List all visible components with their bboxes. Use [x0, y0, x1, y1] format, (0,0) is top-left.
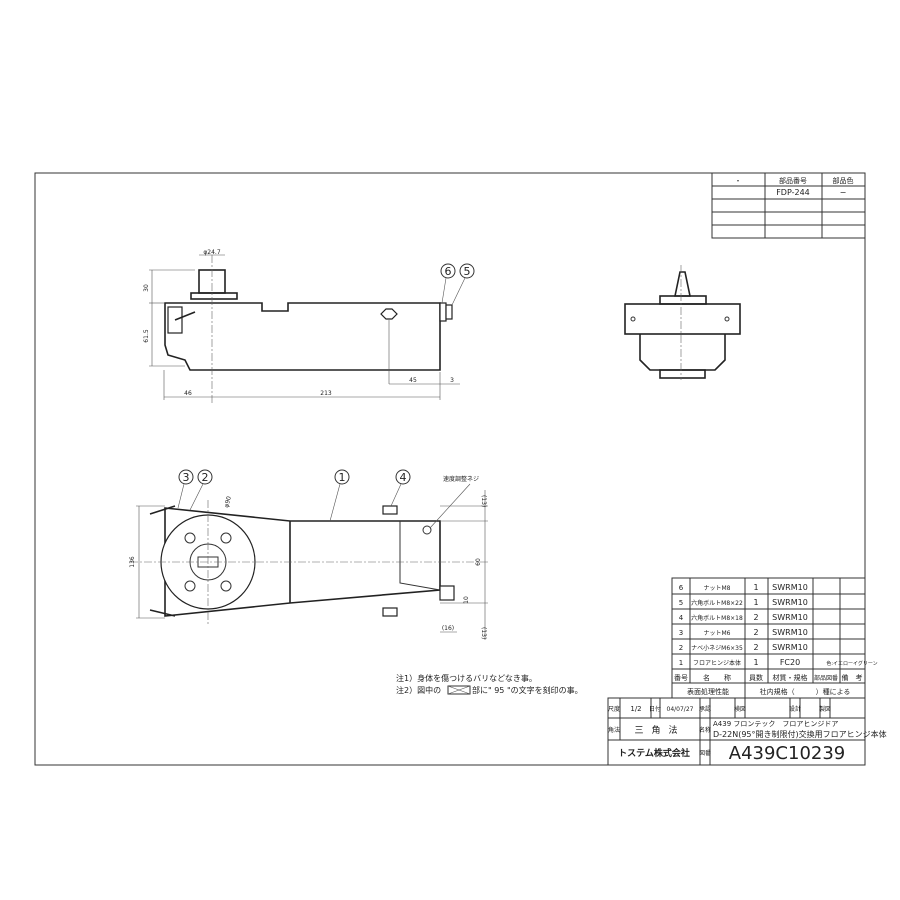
parts-cell-name: 六角ボルトM8×22 [691, 599, 743, 607]
design-label: 設計 [789, 705, 801, 713]
parts-cell-material: SWRM10 [772, 583, 808, 592]
balloon-5 [459, 263, 475, 279]
parts-cell-material: SWRM10 [772, 598, 808, 607]
parts-cell-no: 2 [679, 644, 683, 652]
parts-cell-remarks: 色:イエローイグリーン [826, 660, 877, 667]
rev-header-0: ・ [735, 177, 742, 185]
dim-offset: 45 [409, 377, 417, 384]
sheet-border [34, 172, 866, 766]
title-block: 尺度 1/2 日付 04/07/27 承認 検図 設計 製図 角法 三角法 名称… [607, 697, 887, 766]
balloon-6 [440, 263, 456, 279]
parts-cell-no: 5 [679, 599, 683, 607]
name-label: 名称 [699, 726, 711, 734]
scale-value: 1/2 [630, 705, 641, 713]
balloon-5-label: 5 [464, 265, 471, 278]
dim-flange: φ90 [223, 495, 233, 508]
parts-cell-qty: 1 [753, 598, 758, 607]
rev-color: − [840, 188, 847, 197]
surface-value: 社内規格（ ）種による [760, 687, 851, 696]
surface-label: 表面処理性能 [687, 687, 729, 696]
header-part-no: 部品図番 [814, 674, 838, 682]
speed-adjust-screw-label: 速度調整ネジ [443, 475, 479, 483]
dim-end: 3 [450, 377, 454, 384]
bolt-hole-icon [630, 316, 636, 322]
date-label: 日付 [649, 705, 661, 713]
revision-table: ・ 部品番号 部品色 FDP-244 − [711, 172, 866, 239]
parts-cell-qty: 2 [753, 628, 758, 637]
notes: 注1）身体を傷つけるバリなどなき事。 注2）図中の 部に" 95 "の文字を刻印… [396, 673, 583, 695]
name-line-2: D-22N(95°開き制限付)交換用フロアヒンジ本体 [713, 729, 887, 739]
parts-cell-name: ナベ小ネジM6×35 [691, 644, 743, 652]
parts-cell-qty: 1 [753, 583, 758, 592]
parts-cell-qty: 1 [753, 658, 758, 667]
dim-height-body: 61.5 [143, 329, 150, 343]
parts-cell-no: 6 [679, 584, 684, 592]
parts-cell-no: 4 [679, 614, 684, 622]
check-label: 検図 [734, 705, 746, 713]
rev-header-color: 部品色 [833, 176, 854, 185]
balloon-1-label: 1 [339, 471, 346, 484]
parts-cell-material: SWRM10 [772, 628, 808, 637]
parts-cell-no: 1 [679, 659, 683, 667]
bolt-hole-icon [724, 316, 730, 322]
parts-cell-name: フロアヒンジ本体 [693, 659, 741, 667]
balloon-1 [334, 469, 350, 485]
parts-cell-name: 六角ボルトM8×18 [691, 614, 743, 622]
dim-top-offset: (13) [480, 495, 487, 507]
header-remarks: 備 考 [842, 673, 863, 682]
balloon-3-label: 3 [183, 471, 190, 484]
header-qty: 員数 [749, 673, 763, 682]
scale-label: 尺度 [608, 705, 620, 713]
balloon-4-label: 4 [400, 471, 407, 484]
dim-bolt-len: (16) [442, 625, 454, 632]
note-1: 注1）身体を傷つけるバリなどなき事。 [396, 673, 537, 683]
parts-cell-no: 3 [679, 629, 683, 637]
parts-cell-qty: 2 [753, 613, 758, 622]
dim-left: 46 [184, 390, 192, 397]
draw-label: 製図 [819, 705, 831, 713]
speed-adjust-screw-icon [422, 525, 432, 535]
parts-cell-name: ナットM6 [704, 630, 731, 637]
name-line-1: A439 フロンテック フロアヒンジドア [713, 720, 838, 728]
note-2-suffix: 部に" 95 "の文字を刻印の事。 [472, 685, 583, 695]
company-logo: トステム株式会社 [618, 747, 690, 759]
dim-bolt: 10 [463, 596, 470, 604]
parts-cell-material: FC20 [780, 658, 800, 667]
note-2-prefix: 注2）図中の [396, 685, 441, 695]
dim-width: 60 [475, 558, 482, 566]
side-view: φ24.7 30 61.5 46 213 45 3 6 5 [143, 249, 475, 405]
balloon-4 [395, 469, 411, 485]
speed-adjust-screw-icon [380, 308, 398, 320]
rev-part-no: FDP-244 [776, 188, 810, 197]
balloon-3 [178, 469, 194, 485]
balloon-6-label: 6 [445, 265, 452, 278]
projection-value: 三角法 [634, 724, 685, 736]
approve-label: 承認 [699, 705, 711, 713]
balloon-2-label: 2 [202, 471, 209, 484]
drawing-number: A439C10239 [729, 743, 846, 764]
dim-height-top: 30 [143, 284, 150, 292]
dim-bottom-offset: (13) [480, 627, 487, 639]
plan-view: 136 (13) 60 (13) 10 (16) φ90 3 2 1 4 速度調… [129, 469, 490, 640]
projection-label: 角法 [608, 726, 620, 734]
parts-cell-material: SWRM10 [772, 613, 808, 622]
drawing-no-label: 図番 [699, 750, 711, 757]
engraving-box-icon [447, 685, 471, 695]
header-no: 番号 [674, 674, 688, 682]
header-material: 材質・規格 [773, 673, 808, 682]
end-view [624, 265, 741, 380]
dim-length: 213 [320, 390, 332, 397]
parts-cell-material: SWRM10 [772, 643, 808, 652]
header-name: 名 称 [703, 673, 731, 682]
parts-cell-qty: 2 [753, 643, 758, 652]
balloon-2 [197, 469, 213, 485]
dim-diameter: φ24.7 [203, 249, 221, 256]
rev-header-part-no: 部品番号 [779, 176, 807, 185]
dim-overall-width: 136 [129, 556, 136, 568]
parts-cell-name: ナットM8 [704, 585, 731, 592]
date-value: 04/07/27 [667, 706, 694, 713]
